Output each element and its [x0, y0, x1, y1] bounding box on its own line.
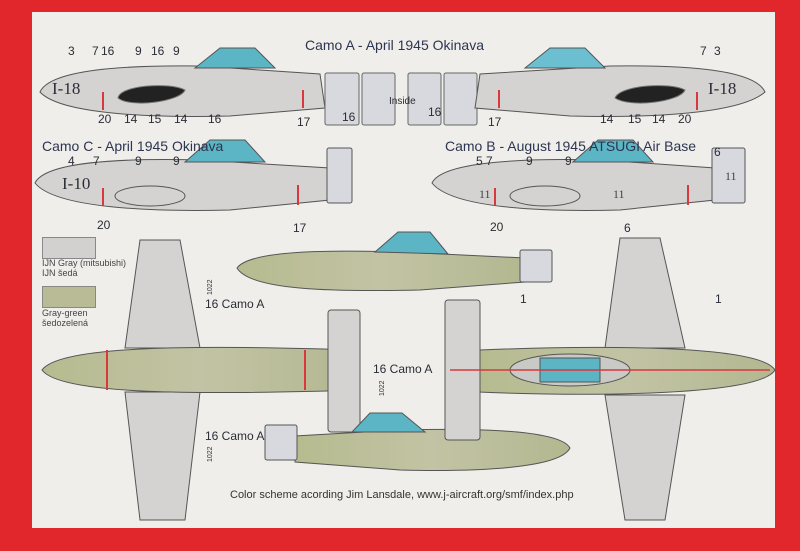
callout: 14: [600, 112, 614, 126]
caption: Color scheme acording Jim Lansdale, www.…: [230, 489, 574, 501]
callout: 5: [476, 154, 483, 168]
serial-number: 1022: [207, 446, 214, 462]
camo-label: 16 Camo A: [373, 362, 433, 376]
callout: 9: [173, 44, 180, 58]
serial-number: 1022: [207, 279, 214, 295]
callout: 15: [148, 112, 162, 126]
legend-swatch-gray-green: [42, 286, 96, 308]
callout: 7: [486, 154, 493, 168]
callout: 14: [652, 112, 666, 126]
camo-a-right-profile: [474, 47, 766, 117]
camo-b-title: Camo B - August 1945 ATSUGI Air Base: [445, 138, 697, 154]
callout: 7: [92, 44, 99, 58]
camo-c-profile: [34, 139, 353, 211]
callout: 16: [101, 44, 115, 58]
callout: 14: [124, 112, 138, 126]
camo-a-left-code: I-18: [52, 79, 81, 98]
camo-a-left-profile: [39, 47, 326, 117]
callout: 20: [97, 218, 111, 232]
camo-label: 16 Camo A: [205, 429, 265, 443]
callout: 6: [714, 145, 721, 159]
legend-swatch-ijn-gray: [42, 237, 96, 259]
camo-c-title: Camo C - April 1945 Okinava: [42, 138, 224, 154]
callout: 3: [68, 44, 75, 58]
callout: 15: [628, 112, 642, 126]
serial-number: 1022: [379, 380, 386, 396]
callout: 9: [135, 154, 142, 168]
callout: 20: [678, 112, 692, 126]
inside-label: Inside: [389, 96, 416, 107]
callout: 20: [98, 112, 112, 126]
legend-line: šedozelená: [42, 317, 89, 328]
camo-c-code: I-10: [62, 174, 91, 193]
callout: 3: [714, 44, 721, 58]
camo-b-profile: [431, 139, 746, 211]
legend-line: Gray-green: [42, 308, 88, 318]
callout: 16: [151, 44, 165, 58]
side-view-green-top: [236, 231, 553, 292]
camo-label: 16 Camo A: [205, 297, 265, 311]
camo-b-fuselage-code: 11: [613, 187, 625, 201]
callout: 4: [68, 154, 75, 168]
callout: 20: [490, 220, 504, 234]
plan-view-bottom: [444, 237, 776, 521]
legend-line: IJN Gray (mitsubishi): [42, 258, 127, 268]
plan-view-top: [41, 239, 361, 521]
callout: 16: [342, 110, 356, 124]
callout: 16: [208, 112, 222, 126]
callout: 17: [293, 221, 307, 235]
callout: 9: [173, 154, 180, 168]
camo-a-title: Camo A - April 1945 Okinava: [305, 37, 484, 53]
callout: 6: [624, 221, 631, 235]
camo-a-fin-panels: [324, 72, 478, 126]
callout: 17: [297, 115, 311, 129]
callout: 7: [700, 44, 707, 58]
legend-label-ijn-gray: IJN Gray (mitsubishi)IJN šedá: [42, 258, 127, 279]
side-view-green-bottom: [264, 412, 571, 471]
callout: 9: [526, 154, 533, 168]
callout: 17: [488, 115, 502, 129]
wing-callout: 1: [715, 292, 722, 306]
callout: 9: [565, 154, 572, 168]
wing-callout: 1: [520, 292, 527, 306]
callout: 9: [135, 44, 142, 58]
callout: 7: [93, 154, 100, 168]
camo-b-code: 11: [479, 187, 491, 201]
callout: 14: [174, 112, 188, 126]
callout: 16: [428, 105, 442, 119]
camo-b-fin-code: 11: [725, 169, 737, 183]
camo-a-right-code: I-18: [708, 79, 737, 98]
legend-line: IJN šedá: [42, 267, 78, 278]
